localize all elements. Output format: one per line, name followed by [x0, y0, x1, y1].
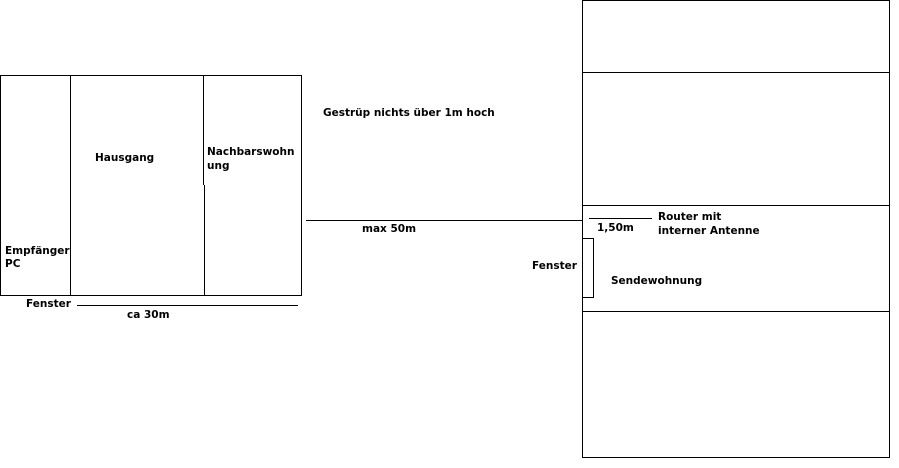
label-max-50m: max 50m [362, 223, 417, 235]
label-hausgang: Hausgang [95, 152, 155, 164]
label-nachbarswohnung-1: Nachbarswohn [207, 146, 295, 158]
label-fenster-left: Fenster [26, 298, 71, 310]
label-nachbarswohnung-2: ung [207, 160, 230, 172]
label-sendewohnung: Sendewohnung [611, 275, 703, 287]
label-1-50m: 1,50m [597, 222, 634, 234]
left-building-outline [0, 75, 302, 296]
window-right [582, 238, 594, 298]
label-fenster-right: Fenster [532, 260, 577, 272]
label-router-2: interner Antenne [658, 225, 760, 237]
label-ca-30m: ca 30m [127, 309, 170, 321]
label-empfaenger-1: Empfänger [5, 245, 70, 257]
label-empfaenger-2: PC [5, 258, 21, 270]
right-building-outline [582, 0, 890, 458]
label-gestruepp: Gestrüp nichts über 1m hoch [323, 107, 495, 119]
label-router-1: Router mit [658, 211, 722, 223]
